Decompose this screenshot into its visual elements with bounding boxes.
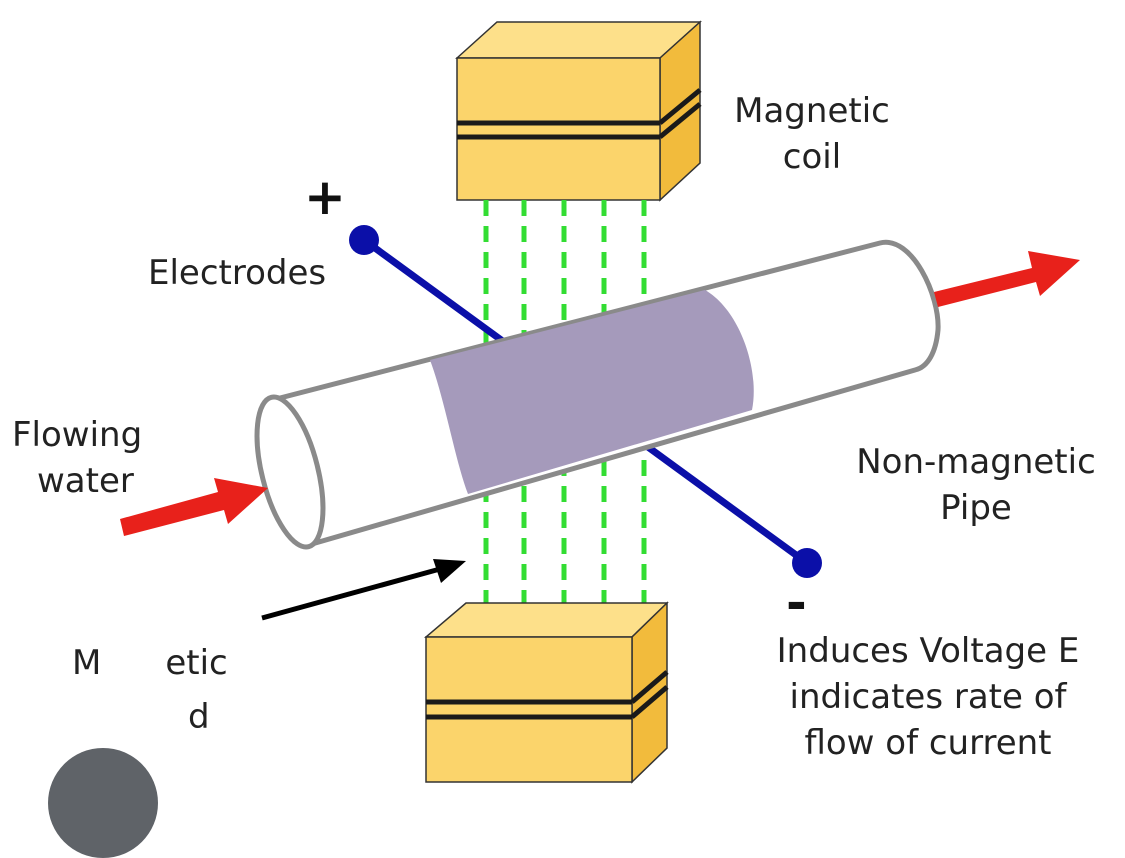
- minus-sign: -: [786, 574, 807, 632]
- electrode-plus-terminal: [349, 225, 379, 255]
- top-coil-front-face: [456, 57, 661, 201]
- electrodes-label: Electrodes: [148, 253, 327, 293]
- magnetic-field-lines: [483, 200, 647, 612]
- magnetic-field-label-partial-line2: d: [188, 697, 210, 737]
- top-coil-bands: [457, 88, 702, 140]
- bottom-coil-bands: [426, 670, 669, 720]
- outlet-flow-arrow: [934, 251, 1080, 307]
- top-magnetic-coil: [455, 20, 702, 202]
- electrode-minus-terminal: [792, 548, 822, 578]
- magnetic-coil-label: Magnetic coil: [734, 91, 890, 177]
- bottom-coil-top-face: [423, 602, 669, 638]
- induced-voltage-label: Induces Voltage E indicates rate of flow…: [776, 631, 1080, 763]
- inlet-flow-arrow: [120, 478, 268, 536]
- top-coil-top-face: [455, 21, 702, 59]
- google-lens-icon[interactable]: [48, 748, 158, 858]
- magnetic-field-pointer: [261, 559, 466, 621]
- non-magnetic-pipe-label: Non-magnetic Pipe: [856, 442, 1096, 528]
- bottom-coil-front-face: [425, 636, 633, 783]
- pipe-electrode-section: [430, 290, 754, 494]
- flowmeter-diagram: [120, 20, 1080, 784]
- non-magnetic-pipe: [254, 239, 941, 550]
- pipe-inlet-opening: [254, 394, 326, 550]
- bottom-magnetic-coil: [423, 601, 669, 784]
- plus-sign: +: [304, 168, 346, 226]
- flow-arrows: [120, 251, 1080, 536]
- flowing-water-label: Flowing water: [12, 415, 143, 501]
